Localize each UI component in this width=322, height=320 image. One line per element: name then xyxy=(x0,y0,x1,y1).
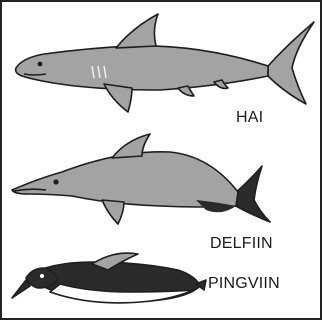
penguin-label: PINGVIIN xyxy=(208,275,280,292)
dolphin-label: DELFIIN xyxy=(210,235,273,252)
shark-label: HAI xyxy=(236,109,263,126)
